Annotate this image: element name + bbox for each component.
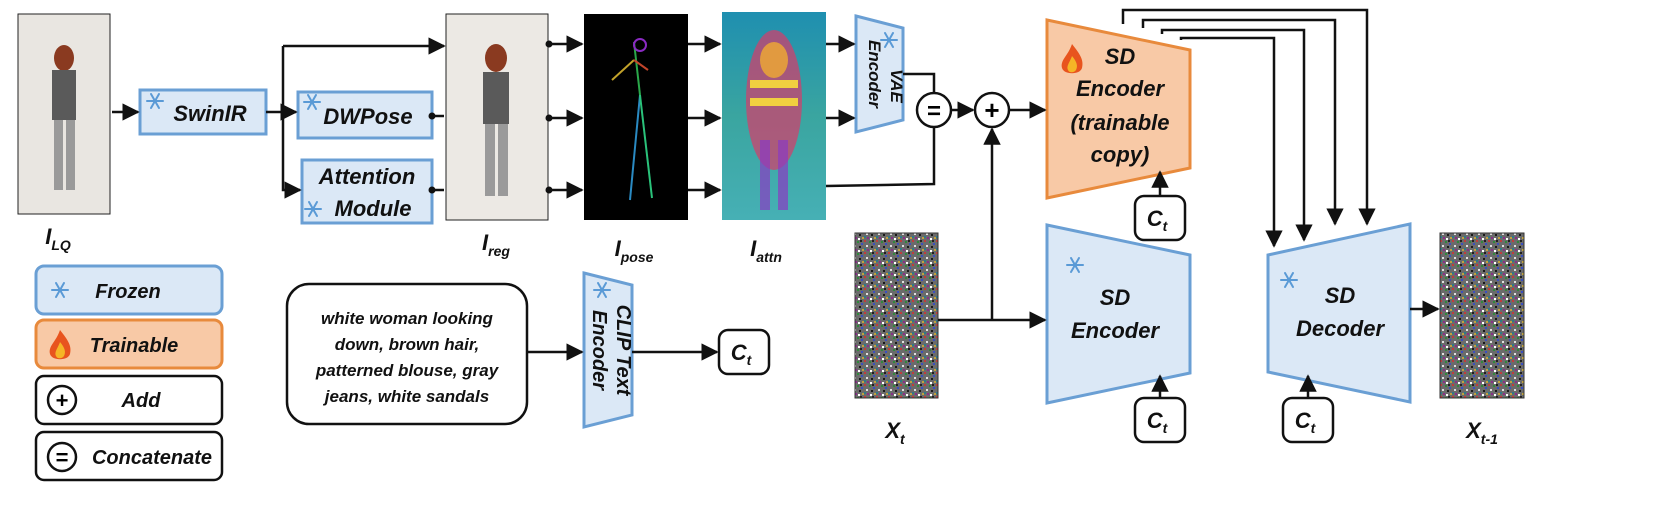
svg-text:down, brown hair,: down, brown hair, <box>335 335 480 354</box>
svg-text:Ct: Ct <box>1295 408 1317 436</box>
sd-decoder-box: SD Decoder <box>1266 222 1412 404</box>
swinir-box: SwinIR <box>138 88 268 136</box>
svg-text:(trainable: (trainable <box>1070 110 1169 135</box>
pose-label: Ipose <box>615 236 654 265</box>
vae-encoder-box: VAE Encoder <box>854 14 906 134</box>
svg-text:Ct: Ct <box>1147 408 1169 436</box>
pose-image <box>584 14 688 220</box>
svg-text:jeans, white sandals: jeans, white sandals <box>323 387 489 406</box>
svg-text:Module: Module <box>335 196 412 221</box>
ct-box-encoder: Ct <box>1133 396 1187 444</box>
attention-module-box: Attention Module <box>300 158 434 225</box>
svg-text:Iattn: Iattn <box>750 236 782 265</box>
svg-text:ILQ: ILQ <box>45 224 71 253</box>
sd-encoder-trainable-box: SD Encoder (trainable copy) <box>1045 18 1192 200</box>
svg-text:+: + <box>56 388 69 413</box>
concatenate-operator: = <box>915 91 953 129</box>
svg-text:SwinIR: SwinIR <box>173 101 246 126</box>
svg-text:DWPose: DWPose <box>323 104 412 129</box>
svg-text:Xt-1: Xt-1 <box>1464 418 1498 447</box>
svg-text:copy): copy) <box>1091 142 1150 167</box>
connectors <box>112 8 1440 398</box>
svg-text:Ipose: Ipose <box>615 236 654 265</box>
add-operator: + <box>973 91 1011 129</box>
ct-box-decoder: Ct <box>1281 396 1335 444</box>
lq-image <box>17 13 111 215</box>
svg-text:Xt: Xt <box>883 418 906 447</box>
svg-text:white woman looking: white woman looking <box>321 309 494 328</box>
dwpose-box: DWPose <box>296 90 434 140</box>
legend-frozen: Frozen <box>34 264 224 316</box>
svg-text:SD: SD <box>1325 283 1356 308</box>
svg-text:VAE: VAE <box>887 69 906 103</box>
attn-image <box>722 12 826 220</box>
svg-text:Encoder: Encoder <box>588 310 610 391</box>
sd-encoder-box: SD Encoder <box>1045 223 1192 405</box>
xt-label: Xt <box>883 418 906 447</box>
prompt-box: white woman looking down, brown hair, pa… <box>285 282 529 426</box>
xt1-noise-image <box>1439 232 1525 399</box>
xt1-label: Xt-1 <box>1464 418 1498 447</box>
ct-box-clip: Ct <box>717 328 771 376</box>
xt-noise-image <box>854 232 939 399</box>
svg-text:Ireg: Ireg <box>482 230 510 259</box>
svg-text:Decoder: Decoder <box>1296 316 1385 341</box>
clip-text-encoder-box: CLIP Text Encoder <box>582 271 634 429</box>
svg-text:patterned blouse, gray: patterned blouse, gray <box>315 361 500 380</box>
svg-text:SD: SD <box>1100 285 1131 310</box>
legend-add: + Add <box>34 374 224 426</box>
svg-text:Ct: Ct <box>1147 206 1169 234</box>
svg-text:Frozen: Frozen <box>95 281 161 303</box>
svg-text:+: + <box>984 95 999 125</box>
legend-trainable: Trainable <box>34 318 224 370</box>
svg-text:=: = <box>927 98 941 125</box>
svg-text:Add: Add <box>121 390 162 412</box>
svg-text:Attention: Attention <box>318 164 416 189</box>
lq-label: ILQ <box>45 224 71 253</box>
attn-label: Iattn <box>750 236 782 265</box>
ct-box-trainable: Ct <box>1133 194 1187 242</box>
reg-label: Ireg <box>482 230 510 259</box>
svg-text:Trainable: Trainable <box>90 335 179 357</box>
svg-text:Encoder: Encoder <box>1071 318 1160 343</box>
svg-text:Ct: Ct <box>731 340 753 368</box>
svg-text:Concatenate: Concatenate <box>92 447 212 469</box>
svg-text:=: = <box>56 445 69 470</box>
svg-text:CLIP Text: CLIP Text <box>612 305 634 397</box>
svg-text:Encoder: Encoder <box>1076 76 1165 101</box>
reg-image <box>445 13 549 221</box>
legend-concatenate: = Concatenate <box>34 430 224 482</box>
svg-text:Encoder: Encoder <box>865 40 884 109</box>
svg-text:SD: SD <box>1105 44 1136 69</box>
